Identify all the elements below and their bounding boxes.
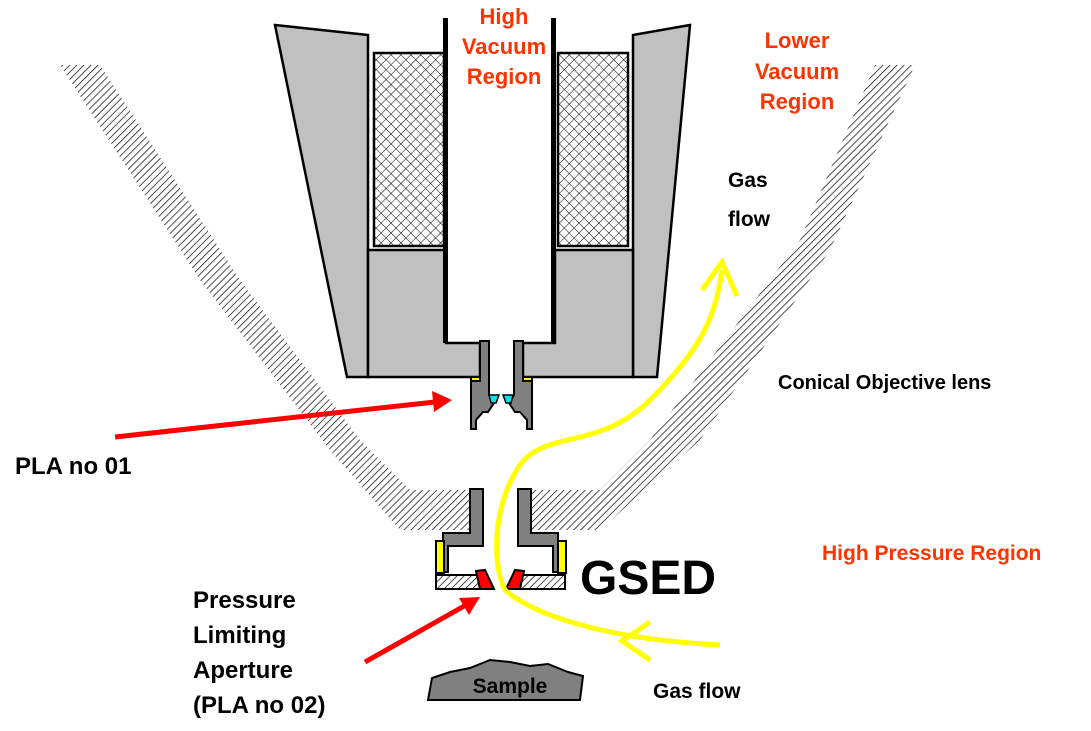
svg-text:Region: Region xyxy=(760,89,835,114)
gas-flow-bottom-label: Gas flow xyxy=(653,680,741,703)
gsed-label: GSED xyxy=(580,552,716,605)
conical-lens-left xyxy=(60,65,470,530)
sample-specimen xyxy=(426,658,585,701)
conical-lens-label: Conical Objective lens xyxy=(778,372,991,394)
pla2-pointer-arrow xyxy=(363,597,480,665)
svg-text:Lower: Lower xyxy=(765,28,830,53)
sample-label: Sample xyxy=(473,675,548,698)
beam-tube-left xyxy=(443,18,448,343)
lower-vacuum-label: Lower Vacuum Region xyxy=(755,28,839,114)
pla1-label: PLA no 01 xyxy=(15,453,131,480)
high-vacuum-label: High Vacuum Region xyxy=(462,4,546,89)
svg-text:Gas: Gas xyxy=(728,169,768,192)
pla2-holder xyxy=(435,488,567,590)
gas-flow-arrowhead-up xyxy=(699,256,740,298)
svg-text:Aperture: Aperture xyxy=(193,657,293,684)
svg-text:(PLA no 02): (PLA no 02) xyxy=(193,692,325,719)
pla1-holder xyxy=(470,340,533,430)
svg-text:Pressure: Pressure xyxy=(193,587,296,614)
gas-flow-arrowhead-in xyxy=(617,619,652,663)
svg-text:Vacuum: Vacuum xyxy=(462,34,546,59)
svg-text:Limiting: Limiting xyxy=(193,622,286,649)
svg-text:flow: flow xyxy=(728,208,771,231)
svg-text:High: High xyxy=(480,4,529,29)
pla2-label: Pressure Limiting Aperture (PLA no 02) xyxy=(193,587,325,719)
high-pressure-label: High Pressure Region xyxy=(822,542,1041,565)
conical-lens-right xyxy=(530,65,915,530)
gas-flow-top-label: Gas flow xyxy=(728,169,771,231)
svg-text:Vacuum: Vacuum xyxy=(755,59,839,84)
beam-tube-right xyxy=(551,18,556,343)
gas-flow-path xyxy=(494,256,740,663)
upper-pole-piece xyxy=(273,23,692,379)
svg-text:Region: Region xyxy=(467,64,542,89)
pla1-pointer-arrow xyxy=(114,391,452,440)
